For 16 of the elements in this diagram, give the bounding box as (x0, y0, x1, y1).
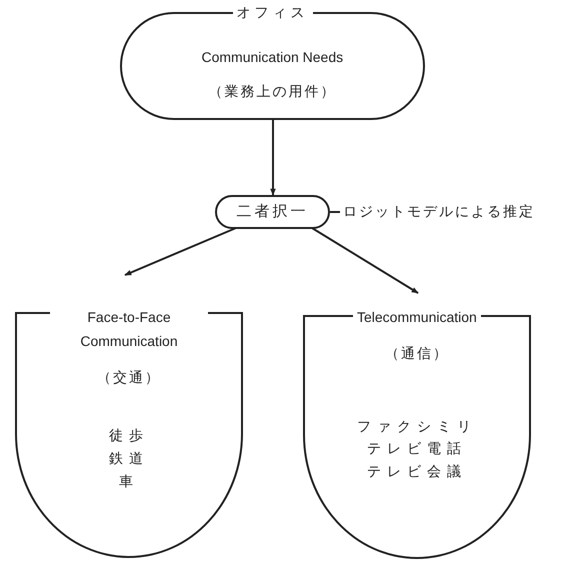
annotation-text: ロジットモデルによる推定 (330, 203, 535, 221)
list-item: ファクシミリ (357, 417, 477, 435)
arrow (311, 227, 419, 294)
node-subtitle: （業務上の用件） (208, 82, 336, 100)
list-item: 徒歩 (109, 426, 149, 444)
node-subtitle: （通信） (385, 344, 449, 362)
arrow (270, 120, 276, 196)
list-item: 鉄道 (109, 449, 149, 467)
list-item: テレビ会議 (367, 462, 467, 480)
list-item: 車 (119, 472, 139, 490)
pill-label: 二者択一 (236, 203, 308, 221)
arrow (124, 227, 236, 276)
pill-box (215, 195, 330, 229)
node-title: Communication Needs (202, 48, 344, 66)
list-item: テレビ電話 (367, 439, 467, 457)
node-subtitle: （交通） (97, 368, 161, 386)
